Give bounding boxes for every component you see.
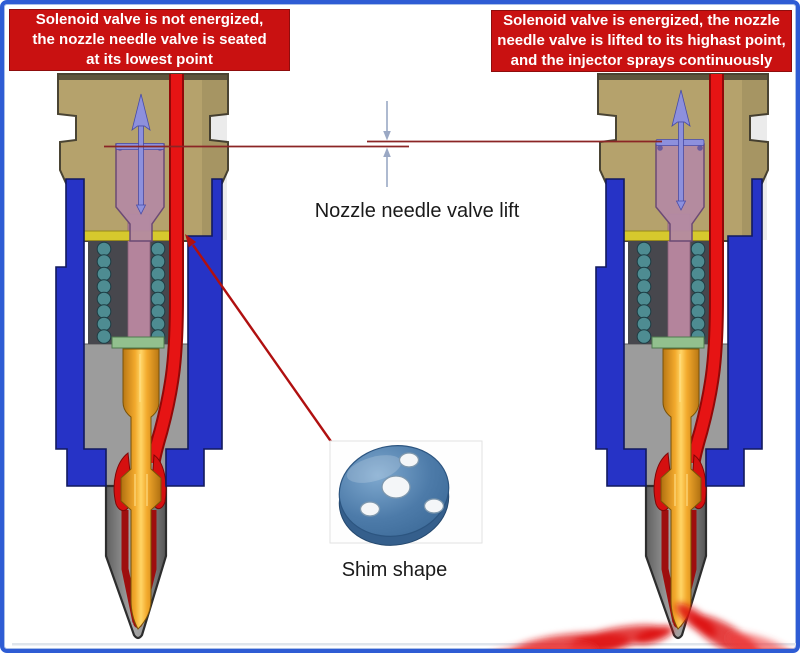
shim-hole [398,452,420,468]
arrowhead-icon [185,234,197,248]
caption-not-energized: Solenoid valve is not energized, the noz… [9,9,290,71]
caption-line: needle valve is lifted to its highast po… [497,32,786,49]
caption-line: Solenoid valve is not energized, [35,11,264,28]
lift-label: Nozzle needle valve lift [314,200,520,222]
fuel-spray [487,603,796,649]
caption-energized: Solenoid valve is energized, the nozzle … [491,10,792,72]
shim-hole [423,498,445,514]
shim-disc [338,445,450,546]
arrow-up-icon [383,147,391,157]
shim-label: Shim shape [341,559,448,581]
injector-diagram [12,4,796,649]
arrow-down-icon [383,131,391,141]
caption-line: and the injector sprays continuously [510,52,773,69]
shim-hole [359,501,381,517]
shim-center-hole [381,475,411,499]
floor-line [12,643,796,646]
shim-illustration [329,440,483,546]
caption-line: the nozzle needle valve is seated [32,31,267,48]
shim-pointer-arrow [185,234,338,451]
caption-line: Solenoid valve is energized, the nozzle [503,12,780,29]
lift-dimension-lines [104,101,662,187]
caption-line: at its lowest point [86,51,213,68]
